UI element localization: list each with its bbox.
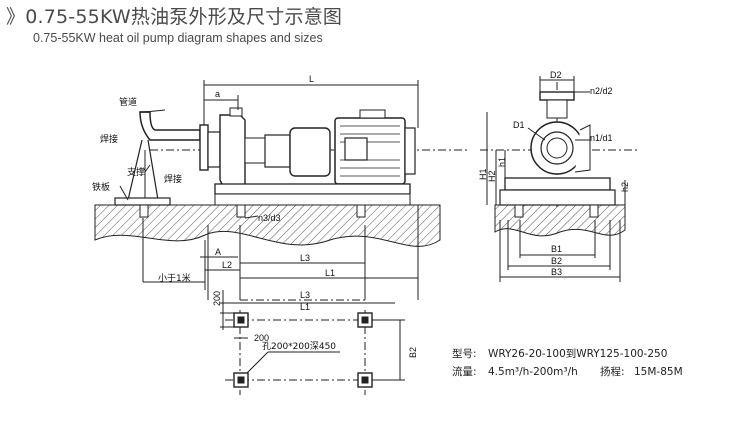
- dim-D1: D1: [513, 120, 525, 130]
- anchor-bolt: [356, 204, 366, 218]
- model-value: WRY26-20-100到WRY125-100-250: [488, 348, 667, 360]
- dim-200-horizontal: 200: [254, 333, 269, 343]
- plan-view-labels: L3 L1 200 200 孔200*200深450 B2: [212, 290, 418, 358]
- flow-label: 流量:: [452, 365, 477, 378]
- anchor-bolt: [139, 204, 149, 218]
- anchor-bolt: [236, 204, 246, 218]
- dim-B2: B2: [551, 256, 562, 266]
- pump-flange: [199, 124, 209, 171]
- dim-200-vertical: 200: [212, 291, 222, 306]
- label-support: 支撑: [127, 166, 145, 178]
- front-base: [504, 177, 611, 191]
- dim-H2: H2: [487, 170, 497, 182]
- foundation-hole: [357, 372, 373, 388]
- dim-h2: h2: [620, 182, 630, 192]
- side-foundation: [94, 204, 441, 247]
- dim-D2: D2: [550, 70, 562, 80]
- suction-pipe: [139, 111, 201, 141]
- iron-plate: [114, 197, 171, 206]
- side-view-labels: 管道 焊接 支撑 焊接 铁板 a L A L2 L3 L1 n3/d3 小于1米: [92, 74, 335, 284]
- pump-volute: [219, 114, 246, 191]
- page-title: 》0.75-55KW热油泵外形及尺寸示意图: [6, 2, 342, 29]
- label-n1d1: n1/d1: [590, 133, 613, 143]
- label-n2d2: n2/d2: [590, 86, 613, 96]
- model-label: 型号:: [452, 347, 477, 360]
- base-frame: [214, 183, 411, 195]
- discharge-flange: [539, 91, 575, 101]
- dim-A: A: [215, 247, 221, 257]
- spec-block: 型号: WRY26-20-100到WRY125-100-250 流量: 4.5m…: [452, 347, 683, 378]
- terminal-box: [344, 137, 368, 161]
- head-label: 扬程:: [600, 365, 625, 378]
- dim-H1: H1: [478, 168, 488, 180]
- dim-L: L: [309, 74, 314, 84]
- dim-B1: B1: [551, 244, 562, 254]
- page-subtitle: 0.75-55KW heat oil pump diagram shapes a…: [33, 31, 323, 45]
- front-view: [480, 76, 640, 282]
- label-weld-right: 焊接: [164, 173, 182, 185]
- hole-note: 孔200*200深450: [262, 341, 336, 352]
- dim-a: a: [215, 89, 220, 99]
- support-leg: [127, 139, 143, 201]
- dim-L2: L2: [222, 260, 232, 270]
- plan-view: [220, 290, 405, 395]
- plan-dim-L1: L1: [300, 302, 310, 312]
- title-cn-text: 0.75-55KW热油泵外形及尺寸示意图: [25, 6, 343, 28]
- foundation-hole: [357, 312, 373, 328]
- plan-dim-L3: L3: [300, 290, 310, 300]
- label-iron-plate: 铁板: [92, 181, 110, 193]
- foundation-hole: [233, 312, 249, 328]
- plan-dim-B2: B2: [408, 347, 418, 358]
- label-n3d3: n3/d3: [258, 213, 281, 223]
- dim-L1: L1: [325, 268, 335, 278]
- head-value: 15M-85M: [634, 366, 683, 378]
- side-view: [94, 80, 470, 300]
- dim-h1: h1: [497, 157, 507, 167]
- dim-L3: L3: [300, 253, 310, 263]
- label-pipe: 管道: [119, 96, 137, 108]
- dim-B3: B3: [551, 267, 562, 277]
- flow-value: 4.5m³/h-200m³/h: [488, 366, 578, 378]
- label-less-than-1m: 小于1米: [158, 272, 191, 284]
- coupling: [264, 134, 291, 168]
- title-marker: 》: [6, 6, 26, 28]
- label-weld-top: 焊接: [100, 133, 118, 145]
- foundation-hole: [233, 372, 249, 388]
- front-view-labels: D2 n2/d2 D1 n1/d1 H1 H2 h1 h2 B1 B2 B3: [478, 70, 630, 277]
